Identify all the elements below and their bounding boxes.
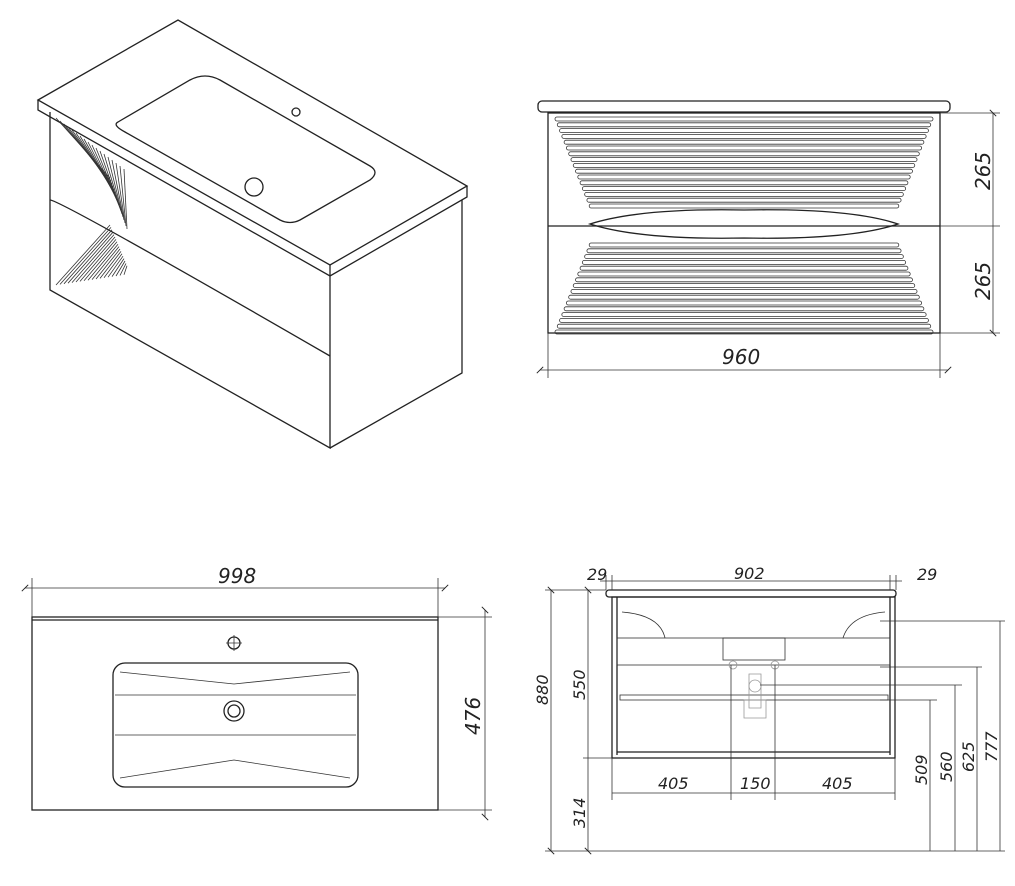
countertop-plan	[31, 616, 439, 811]
drain-plan	[223, 700, 245, 722]
ridge	[115, 162, 126, 224]
ridge	[568, 294, 920, 300]
ridge	[123, 265, 128, 275]
dim-pipe-spacing: 150	[740, 774, 771, 793]
ridge	[115, 260, 126, 277]
ridge	[556, 122, 932, 128]
ridge	[119, 165, 127, 227]
ridge	[563, 306, 925, 312]
ridge	[575, 168, 913, 174]
ridge	[586, 197, 902, 203]
ridge	[123, 168, 128, 230]
ridge	[581, 186, 907, 192]
ridge	[561, 312, 927, 318]
cabinet-front	[547, 112, 941, 334]
dim-509: 509	[912, 754, 931, 785]
ridge	[559, 317, 929, 323]
ridge	[556, 323, 932, 329]
ridge	[99, 150, 122, 212]
ridge	[577, 271, 911, 277]
ridge	[568, 151, 920, 157]
ridge	[584, 191, 904, 197]
drawer-split	[49, 199, 331, 357]
front-ridges	[554, 116, 934, 335]
ridge	[554, 116, 934, 122]
dim-cabinet-height: 550	[570, 669, 589, 700]
installation-view: 29 902 29 880 550 314 405 150 405 509 56…	[533, 564, 1005, 855]
top-view: 998 476	[21, 564, 492, 821]
dim-side-left: 29	[587, 565, 607, 584]
ridge	[570, 288, 918, 294]
ridge	[119, 263, 127, 276]
drain-iso	[244, 177, 264, 197]
dim-pipe-right: 405	[822, 774, 853, 793]
ridge	[79, 239, 117, 282]
ridge	[566, 145, 923, 151]
ridge	[63, 229, 113, 285]
dim-inner-width: 902	[734, 564, 765, 583]
ridge	[572, 162, 916, 168]
isometric-view	[36, 19, 469, 450]
front-view: 265 265 960	[536, 100, 1000, 378]
dim-pipe-left: 405	[658, 774, 689, 793]
ridge	[572, 283, 916, 289]
ridge	[95, 248, 121, 280]
ridge	[107, 255, 124, 278]
ridge	[103, 253, 123, 279]
countertop-top	[36, 19, 469, 266]
dim-top-width: 998	[218, 564, 256, 588]
ridge	[581, 259, 907, 265]
basin-iso	[115, 75, 376, 224]
iso-ridges	[55, 117, 128, 286]
ridge	[559, 128, 929, 134]
dim-625: 625	[959, 741, 978, 772]
ridge	[87, 243, 119, 281]
ridge	[561, 133, 927, 139]
dim-560: 560	[937, 751, 956, 782]
ridge	[111, 159, 125, 221]
dim-top-depth: 476	[461, 697, 485, 735]
ridge	[107, 156, 124, 218]
basin-plan	[112, 662, 359, 788]
ridge	[91, 246, 120, 280]
cabinet-section	[611, 596, 896, 759]
ridge	[570, 157, 918, 163]
ridge	[586, 248, 902, 254]
ridge	[577, 174, 911, 180]
ridge	[95, 147, 121, 209]
ridge	[55, 224, 111, 286]
ridge	[566, 300, 923, 306]
ridge	[575, 277, 913, 283]
dim-side-right: 29	[917, 565, 937, 584]
ridge	[71, 234, 115, 283]
ridge	[579, 265, 909, 271]
dim-777: 777	[982, 731, 1001, 762]
ridge	[588, 242, 900, 248]
ridge	[579, 180, 909, 186]
ridge	[75, 236, 116, 283]
dim-front-width: 960	[722, 345, 760, 369]
dim-drawer-top: 265	[971, 152, 995, 190]
ridge	[584, 254, 904, 260]
ridge	[83, 241, 118, 282]
ridge	[563, 139, 925, 145]
ridge	[588, 203, 900, 209]
countertop-front	[537, 100, 951, 113]
ridge	[67, 231, 114, 284]
ridge	[111, 258, 125, 277]
ridge	[99, 251, 122, 279]
ridge	[103, 153, 123, 215]
ridge	[59, 227, 112, 285]
dim-drawer-bottom: 265	[971, 262, 995, 300]
dim-total-height: 880	[533, 674, 552, 705]
ridge	[554, 329, 934, 335]
dim-floor-clearance: 314	[570, 797, 589, 828]
